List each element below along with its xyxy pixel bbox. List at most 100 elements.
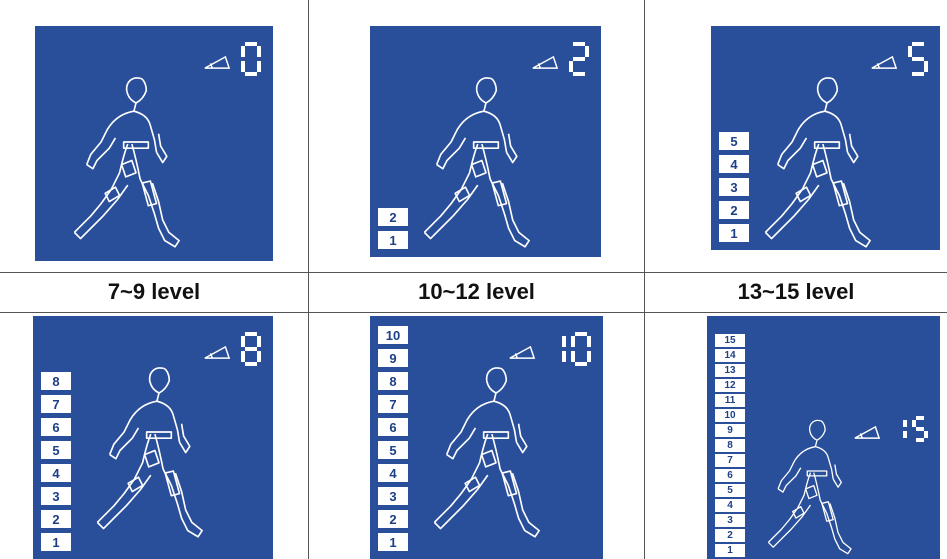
runner-outline: [472, 160, 486, 176]
level-bar-2: 2: [378, 510, 408, 528]
level-bar-9: 9: [378, 349, 408, 367]
level-bar-14: 14: [715, 349, 745, 362]
digit-segment: [245, 347, 257, 351]
runner-outline: [827, 78, 837, 103]
digit-segment: [257, 351, 261, 362]
incline-value-display: [891, 416, 928, 442]
digit-segment: [587, 351, 591, 362]
runner-outline: [447, 401, 494, 454]
digit-segment: [245, 72, 257, 76]
level-bar-12: 12: [715, 379, 745, 392]
runner-figure-icon: [83, 356, 217, 546]
runner-outline: [492, 181, 506, 206]
runner-outline: [122, 160, 136, 176]
level-bar-1: 1: [378, 533, 408, 551]
level-bar-8: 8: [378, 372, 408, 390]
runner-outline: [482, 144, 529, 247]
digit-segment: [257, 46, 261, 57]
level-bar-6: 6: [715, 469, 745, 482]
runner-outline: [477, 78, 490, 111]
runner-outline: [74, 185, 127, 238]
level-bar-10: 10: [715, 409, 745, 422]
incline-value-display: [569, 42, 589, 76]
runner-outline: [132, 144, 179, 247]
runner-outline: [127, 78, 140, 111]
runner-outline: [810, 420, 821, 446]
runner-outline: [484, 111, 507, 152]
runner-outline: [110, 401, 157, 454]
digit-segment: [903, 431, 907, 438]
lcd-panel-level-2: 12: [370, 26, 601, 257]
digit-segment: [912, 72, 924, 76]
incline-angle-icon: [203, 55, 231, 70]
incline-angle-icon: [508, 345, 536, 360]
level-bar-11: 11: [715, 394, 745, 407]
digit-segment: [573, 72, 585, 76]
level-bar-stack: 12345678910: [378, 326, 408, 551]
level-bar-4: 4: [719, 155, 749, 173]
digit-segment: [562, 351, 566, 362]
level-bar-stack: 123456789101112131415: [715, 334, 745, 557]
level-bar-3: 3: [41, 487, 71, 505]
digit-segment: [916, 416, 924, 420]
incline-angle-glyph: [855, 427, 879, 438]
level-bar-5: 5: [719, 132, 749, 150]
incline-angle-glyph: [205, 347, 229, 358]
runner-outline: [136, 78, 146, 103]
level-bar-13: 13: [715, 364, 745, 377]
runner-outline: [848, 134, 858, 163]
level-bar-1: 1: [378, 231, 408, 249]
incline-angle-glyph: [872, 57, 896, 68]
runner-outline: [482, 450, 496, 466]
incline-angle-glyph: [510, 347, 534, 358]
runner-outline: [778, 447, 815, 489]
level-label-7-9: 7~9 level: [0, 272, 308, 312]
digit-segment: [245, 332, 257, 336]
lcd-panel-level-0: [35, 26, 273, 261]
runner-outline: [502, 471, 516, 496]
digit-segment: [587, 336, 591, 347]
runner-figure-icon: [757, 411, 862, 559]
runner-outline: [814, 473, 851, 554]
grid-divider: [0, 312, 947, 313]
level-bar-stack: 12345678: [41, 372, 71, 551]
digit-segment: [573, 42, 585, 46]
runner-outline: [150, 368, 163, 401]
level-label-10-12: 10~12 level: [309, 272, 644, 312]
level-bar-6: 6: [378, 418, 408, 436]
digit-segment: [241, 61, 245, 72]
runner-outline: [486, 78, 496, 103]
runner-outline: [496, 368, 506, 393]
runner-figure-icon: [410, 66, 544, 256]
runner-outline: [157, 401, 180, 442]
digit-segment: [573, 57, 585, 61]
digit-segment: [908, 46, 912, 57]
runner-outline: [157, 134, 167, 163]
digit-segment: [257, 61, 261, 72]
level-bar-1: 1: [715, 544, 745, 557]
level-bar-9: 9: [715, 424, 745, 437]
level-bar-6: 6: [41, 418, 71, 436]
incline-value-display: [241, 332, 261, 366]
lcd-panel-level-8: 12345678: [33, 316, 273, 559]
level-bar-3: 3: [378, 487, 408, 505]
level-bar-5: 5: [41, 441, 71, 459]
digit-segment: [241, 351, 245, 362]
digit-segment: [916, 427, 924, 431]
runner-outline: [817, 421, 825, 440]
runner-figure-icon: [60, 66, 194, 256]
level-bar-15: 15: [715, 334, 745, 347]
runner-outline: [437, 111, 484, 164]
level-label-13-15: 13~15 level: [645, 272, 947, 312]
level-bar-1: 1: [719, 224, 749, 242]
digit-segment: [241, 46, 245, 57]
runner-outline: [155, 434, 202, 537]
runner-outline: [813, 160, 827, 176]
runner-outline: [818, 78, 831, 111]
runner-outline: [822, 502, 833, 521]
level-bar-8: 8: [715, 439, 745, 452]
